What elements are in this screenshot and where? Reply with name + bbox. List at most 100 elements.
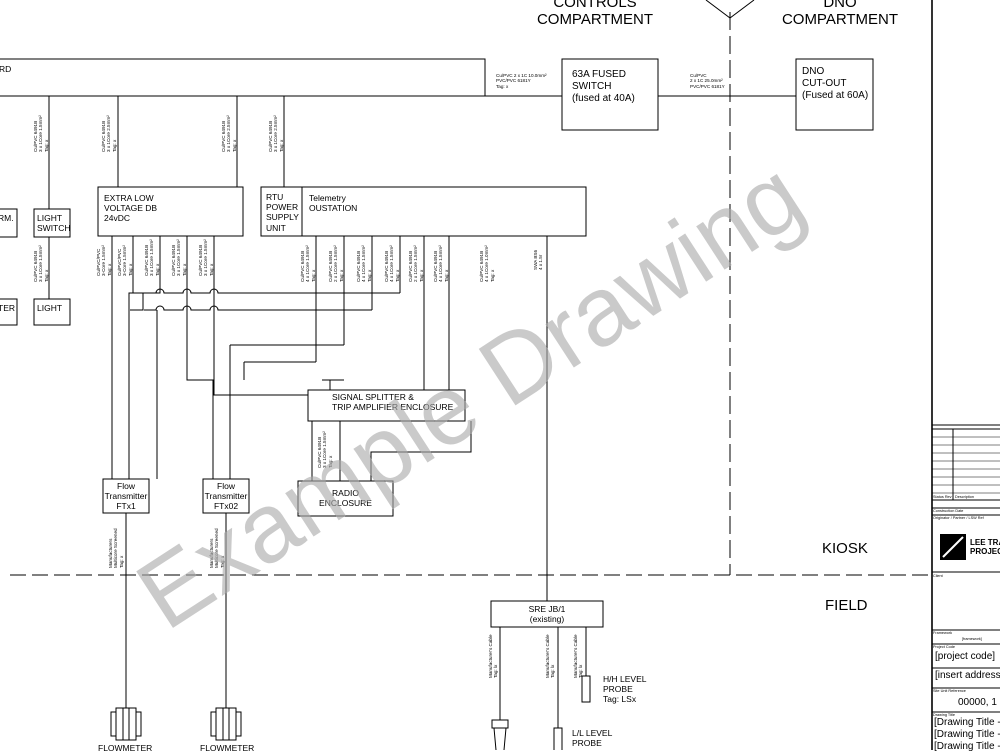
label-line: PVC/PVC 6181Y xyxy=(496,78,531,84)
label-line: Transmitter xyxy=(104,491,148,502)
flowmeter-symbol-1 xyxy=(110,707,142,741)
cable-label-switch-to-dno: Cu/PVC 2 x 1C 25.0mm² PVC/PVC 6181Y xyxy=(690,73,725,89)
label-line: 2 x 1C 25.0mm² xyxy=(690,78,723,84)
main-board-label: RD xyxy=(0,64,12,74)
label-line: Flow xyxy=(217,481,235,491)
rtu-psu-label: RTU POWER SUPPLY UNIT xyxy=(266,192,299,233)
label-line: Flow xyxy=(117,481,135,491)
main-distribution-board xyxy=(0,58,486,97)
label-line: Cu/PVC xyxy=(690,73,707,78)
label-line: H/H LEVEL xyxy=(603,674,647,684)
tb-construction-date-label: Construction Date xyxy=(933,509,964,513)
heater-box-partial xyxy=(0,298,18,326)
label-line: SUPPLY xyxy=(266,212,299,223)
label-line: CUT-OUT xyxy=(802,78,847,89)
company-line: LEE TRA xyxy=(970,538,1000,547)
label-line: Cu/PVC 2 x 1C 10.0mm² xyxy=(496,73,547,78)
label-line: SWITCH xyxy=(37,223,71,234)
hh-level-probe-symbol xyxy=(581,675,591,703)
label-line: 24vDC xyxy=(104,213,130,224)
label-line: PVC/PVC 6181Y xyxy=(690,83,725,89)
dno-compartment-heading: DNO COMPARTMENT xyxy=(770,0,910,29)
tb-drawing-title-2: [Drawing Title - I xyxy=(934,729,1000,740)
signal-splitter-enclosure xyxy=(307,389,466,422)
fused-switch-box xyxy=(561,58,659,131)
sre-junction-box xyxy=(490,600,604,628)
label-line: Transmitter xyxy=(204,491,248,502)
label-line: SRE JB/1 xyxy=(528,604,566,614)
tb-client-label: Client xyxy=(933,574,943,578)
dno-cutout-label: DNO CUT-OUT (Fused at 60A) xyxy=(802,66,868,102)
label-line: FTx1 xyxy=(116,501,136,512)
label-line: TRIP AMPLIFIER ENCLOSURE xyxy=(332,402,454,413)
label-line: ENCLOSURE xyxy=(319,498,372,509)
label-line: EXTRA LOW xyxy=(104,193,154,203)
label-line: SWITCH xyxy=(572,81,612,92)
label-line: SIGNAL SPLITTER & xyxy=(332,392,414,402)
heading-line: DNO xyxy=(823,0,857,11)
title-block-lines xyxy=(931,0,1000,750)
tb-description-label: Description xyxy=(955,495,974,499)
sre-jb-label: SRE JB/1 (existing) xyxy=(491,604,603,624)
label-line: PROBE xyxy=(603,684,633,695)
light-box xyxy=(33,298,71,326)
light-switch-box xyxy=(33,208,71,238)
alarm-box-partial xyxy=(0,208,18,238)
flow-transmitter-ftx1-label: Flow Transmitter FTx1 xyxy=(103,481,149,512)
label-line: RADIO xyxy=(332,488,359,498)
ll-level-probe-symbol xyxy=(553,727,563,750)
light-switch-label: LIGHT SWITCH xyxy=(37,213,71,233)
label-line: Telemetry xyxy=(309,193,346,203)
label-line: OUSTATION xyxy=(309,203,358,214)
label-line: Tag: x xyxy=(496,83,509,89)
tb-framework-label: Framework xyxy=(933,631,952,635)
label-line: RTU xyxy=(266,192,284,202)
flow-transmitter-ftx02-label: Flow Transmitter FTx02 xyxy=(203,481,249,512)
tb-originator-label: Originator / Partner / LSW Ref xyxy=(933,516,984,520)
heading-line: CONTROLS xyxy=(553,0,637,11)
light-label: LIGHT xyxy=(37,303,63,313)
tb-status-label: Status Rev xyxy=(933,495,952,499)
flowmeter-label-2: FLOWMETER xyxy=(200,743,255,753)
label-line: UNIT xyxy=(266,222,286,233)
radio-enclosure-label: RADIO ENCLOSURE xyxy=(298,488,393,508)
elv-db-label: EXTRA LOW VOLTAGE DB 24vDC xyxy=(104,193,157,224)
signal-splitter-label: SIGNAL SPLITTER & TRIP AMPLIFIER ENCLOSU… xyxy=(332,392,453,412)
flowmeter-label-1: FLOWMETER xyxy=(98,743,153,753)
tb-project-code-value: [project code] xyxy=(935,651,996,662)
label-line: LIGHT xyxy=(37,213,63,223)
tb-drawing-title-3: [Drawing Title - I xyxy=(934,741,1000,752)
elv-db-box xyxy=(97,186,244,237)
heading-line: COMPARTMENT xyxy=(536,11,654,29)
tb-address-value: [insert address] xyxy=(935,670,1000,681)
alarm-box-label: RM. xyxy=(0,213,14,223)
tb-drawing-title-label: Drawing Title xyxy=(933,713,955,717)
ll-level-probe-label: L/L LEVEL PROBE xyxy=(572,728,612,748)
label-line: (existing) xyxy=(529,614,565,625)
fused-switch-label: 63A FUSED SWITCH (fused at 40A) xyxy=(572,69,635,105)
tb-ref-label: Site Unit Reference xyxy=(933,689,966,693)
probe-symbol-left xyxy=(491,719,509,750)
company-logo-mark xyxy=(940,534,966,560)
heading-line: COMPARTMENT xyxy=(781,11,899,29)
